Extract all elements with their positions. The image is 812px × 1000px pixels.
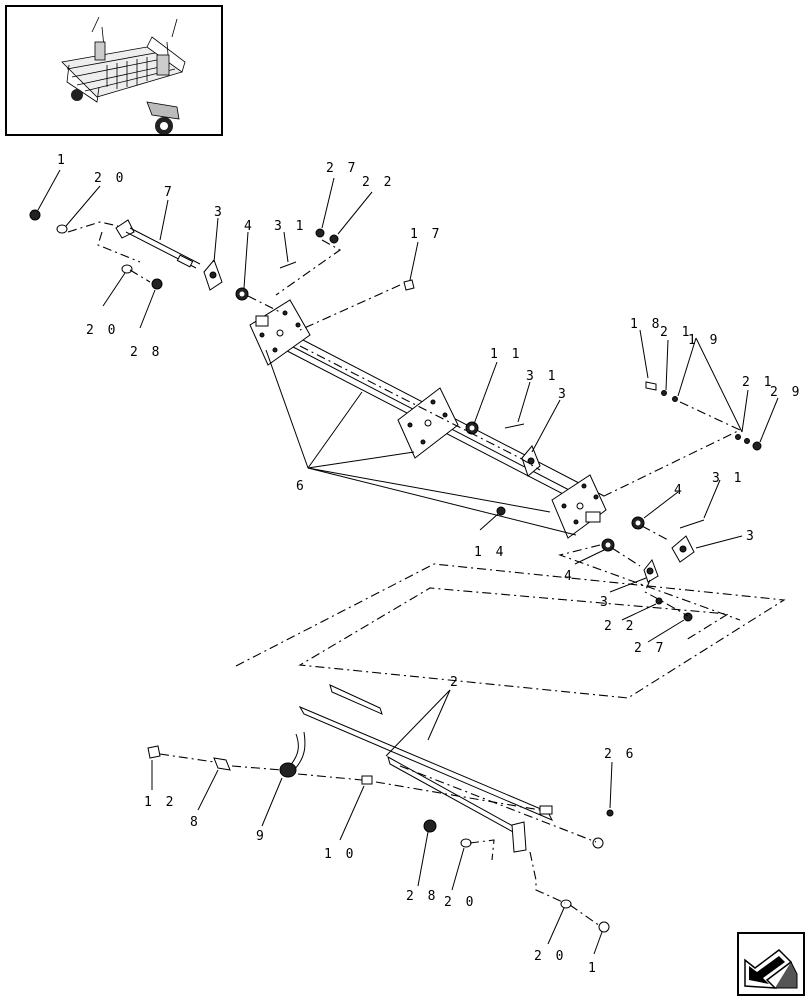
fitting-17 (403, 279, 415, 291)
next-page-arrow-icon (744, 949, 798, 989)
spring-9 (279, 731, 306, 778)
washer-19 (672, 396, 678, 402)
callout-31: 3 1 (712, 471, 744, 486)
callout-18: 1 8 (630, 317, 662, 332)
callout-22: 2 2 (604, 619, 636, 634)
callout-3: 3 (746, 529, 757, 544)
bolt-1b (598, 921, 610, 933)
callout-20: 2 0 (94, 171, 126, 186)
callout-22: 2 2 (362, 175, 394, 190)
nut-26 (606, 809, 614, 817)
flange-left (249, 299, 311, 366)
callout-3: 3 (558, 387, 569, 402)
callout-3: 3 (600, 595, 611, 610)
callout-20: 2 0 (534, 949, 566, 964)
callout-10: 1 0 (324, 847, 356, 862)
nut-29 (752, 441, 762, 451)
key-31c (679, 519, 705, 529)
callout-14: 1 4 (474, 545, 506, 560)
key-31b (504, 423, 525, 429)
flange-right (551, 474, 607, 539)
flange-middle (397, 387, 459, 459)
rail-2 (298, 684, 554, 853)
callout-28: 2 8 (130, 345, 162, 360)
callout-21: 2 1 (742, 375, 774, 390)
callout-21: 2 1 (660, 325, 692, 340)
washer-19b (744, 438, 750, 444)
callout-1: 1 (588, 961, 599, 976)
clip-10 (361, 775, 373, 785)
callout-4: 4 (244, 219, 255, 234)
inset-thumbnail (5, 5, 223, 136)
washer-20c (460, 838, 472, 848)
callout-29: 2 9 (770, 385, 802, 400)
stub-shaft-7 (115, 219, 201, 269)
callout-1: 1 (57, 153, 68, 168)
washer-21b (735, 434, 741, 440)
callout-12: 1 2 (144, 795, 176, 810)
nut-22a (329, 234, 339, 244)
nut-28b (423, 819, 437, 833)
callout-27: 2 7 (634, 641, 666, 656)
key-31a (279, 261, 297, 269)
washer-20a (56, 224, 68, 234)
callout-3: 3 (214, 205, 225, 220)
callout-11: 1 1 (490, 347, 522, 362)
callout-4: 4 (674, 483, 685, 498)
callout-20: 2 0 (444, 895, 476, 910)
bracket-8 (213, 757, 231, 771)
callout-19: 1 9 (688, 333, 720, 348)
callout-17: 1 7 (410, 227, 442, 242)
bolt-18 (645, 381, 657, 391)
callout-7: 7 (164, 185, 175, 200)
callout-6: 6 (296, 479, 307, 494)
bolt-12 (147, 745, 161, 759)
callout-26: 2 6 (604, 747, 636, 762)
bolt-1a (29, 209, 41, 221)
callout-2: 2 (450, 675, 461, 690)
callout-9: 9 (256, 829, 267, 844)
washer-21a (661, 390, 667, 396)
nut-28a (151, 278, 163, 290)
washer-20b (121, 264, 133, 274)
next-page-button[interactable] (737, 932, 805, 996)
callout-4: 4 (564, 569, 575, 584)
washer-20d (560, 899, 572, 909)
bolt-1c (592, 837, 604, 849)
callout-20: 2 0 (86, 323, 118, 338)
callout-28: 2 8 (406, 889, 438, 904)
callout-31: 3 1 (526, 369, 558, 384)
bolt-14 (496, 506, 506, 516)
machine-overview-icon (61, 16, 186, 134)
callout-8: 8 (190, 815, 201, 830)
callout-27: 2 7 (326, 161, 358, 176)
callout-31: 3 1 (274, 219, 306, 234)
screw-27a (315, 228, 325, 238)
